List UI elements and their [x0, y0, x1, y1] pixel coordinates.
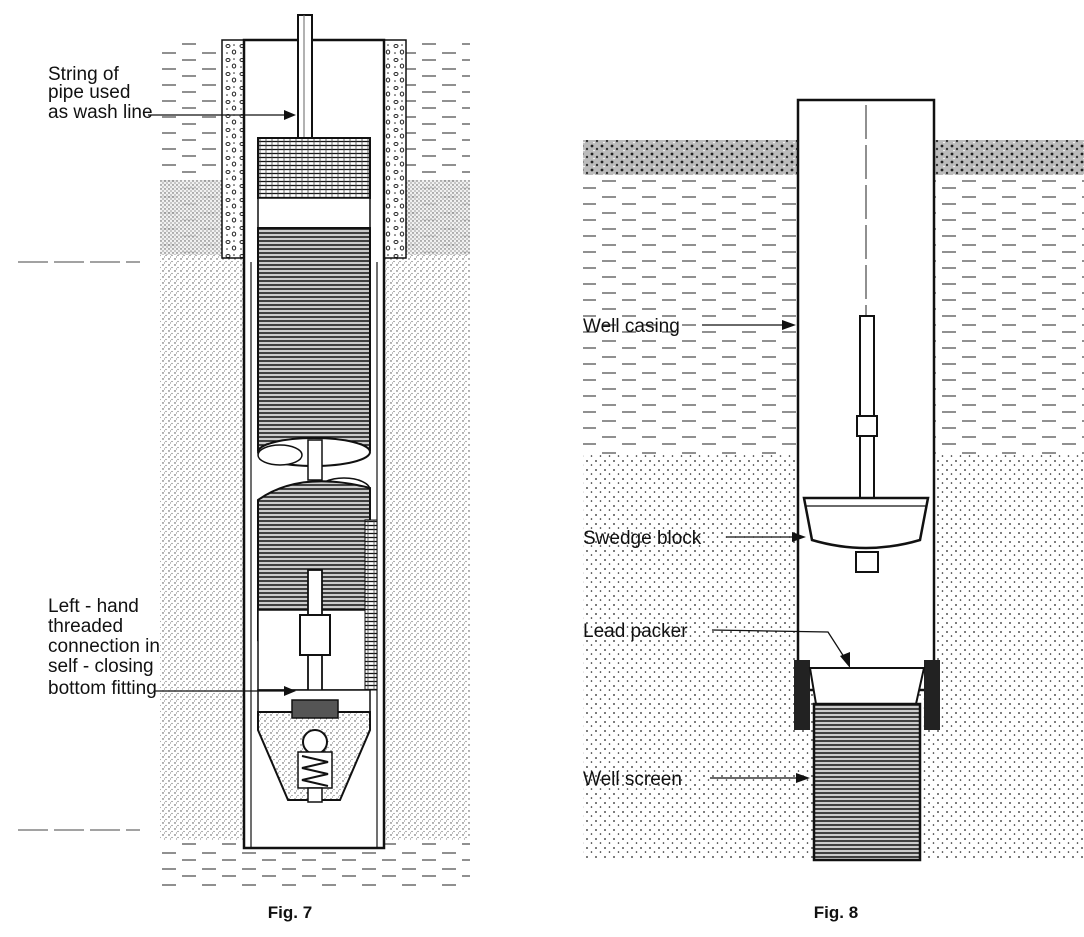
- fig8-rod: [859, 315, 875, 417]
- fig7-grout-left: [221, 39, 245, 259]
- fig7-grout-right: [383, 39, 407, 259]
- fig8-well-screen: [812, 702, 922, 862]
- fig8-label-swedge: Swedge block: [583, 528, 702, 549]
- fig7-pipe-coupling: [299, 614, 331, 656]
- fig8-packer-left: [794, 660, 810, 730]
- fig7-label-fitting-line2: threaded: [48, 616, 123, 637]
- fig7-check-ball: [302, 729, 328, 755]
- fig8-lead-packer: [808, 667, 926, 705]
- fig7-wash-pipe: [297, 14, 313, 141]
- fig8-packer-right: [924, 660, 940, 730]
- fig7-screen-upper: [257, 227, 371, 451]
- fig7-label-fitting-line5: bottom fitting: [48, 678, 157, 699]
- fig8-label-screen: Well screen: [583, 769, 682, 790]
- fig7-label-pipe-line1: String of: [48, 64, 119, 85]
- fig7-spring: [301, 755, 329, 787]
- fig8-caption: Fig. 8: [814, 903, 858, 922]
- fig8-label-casing: Well casing: [583, 316, 680, 337]
- fig7-diagram: [18, 14, 470, 888]
- fig7-label-pipe-line3: as wash line: [48, 102, 153, 123]
- fig7-label-fitting-line1: Left - hand: [48, 596, 139, 617]
- fig7-caption: Fig. 7: [268, 903, 312, 922]
- fig8-label-packer: Lead packer: [583, 621, 688, 642]
- fig8-diagram: [583, 98, 1084, 862]
- fig7-label-fitting-line4: self - closing: [48, 656, 154, 677]
- fig7-label-pipe-line2: pipe used: [48, 82, 130, 103]
- fig8-swedge-block: [802, 496, 930, 550]
- fig7-label-fitting-line3: connection in: [48, 636, 160, 657]
